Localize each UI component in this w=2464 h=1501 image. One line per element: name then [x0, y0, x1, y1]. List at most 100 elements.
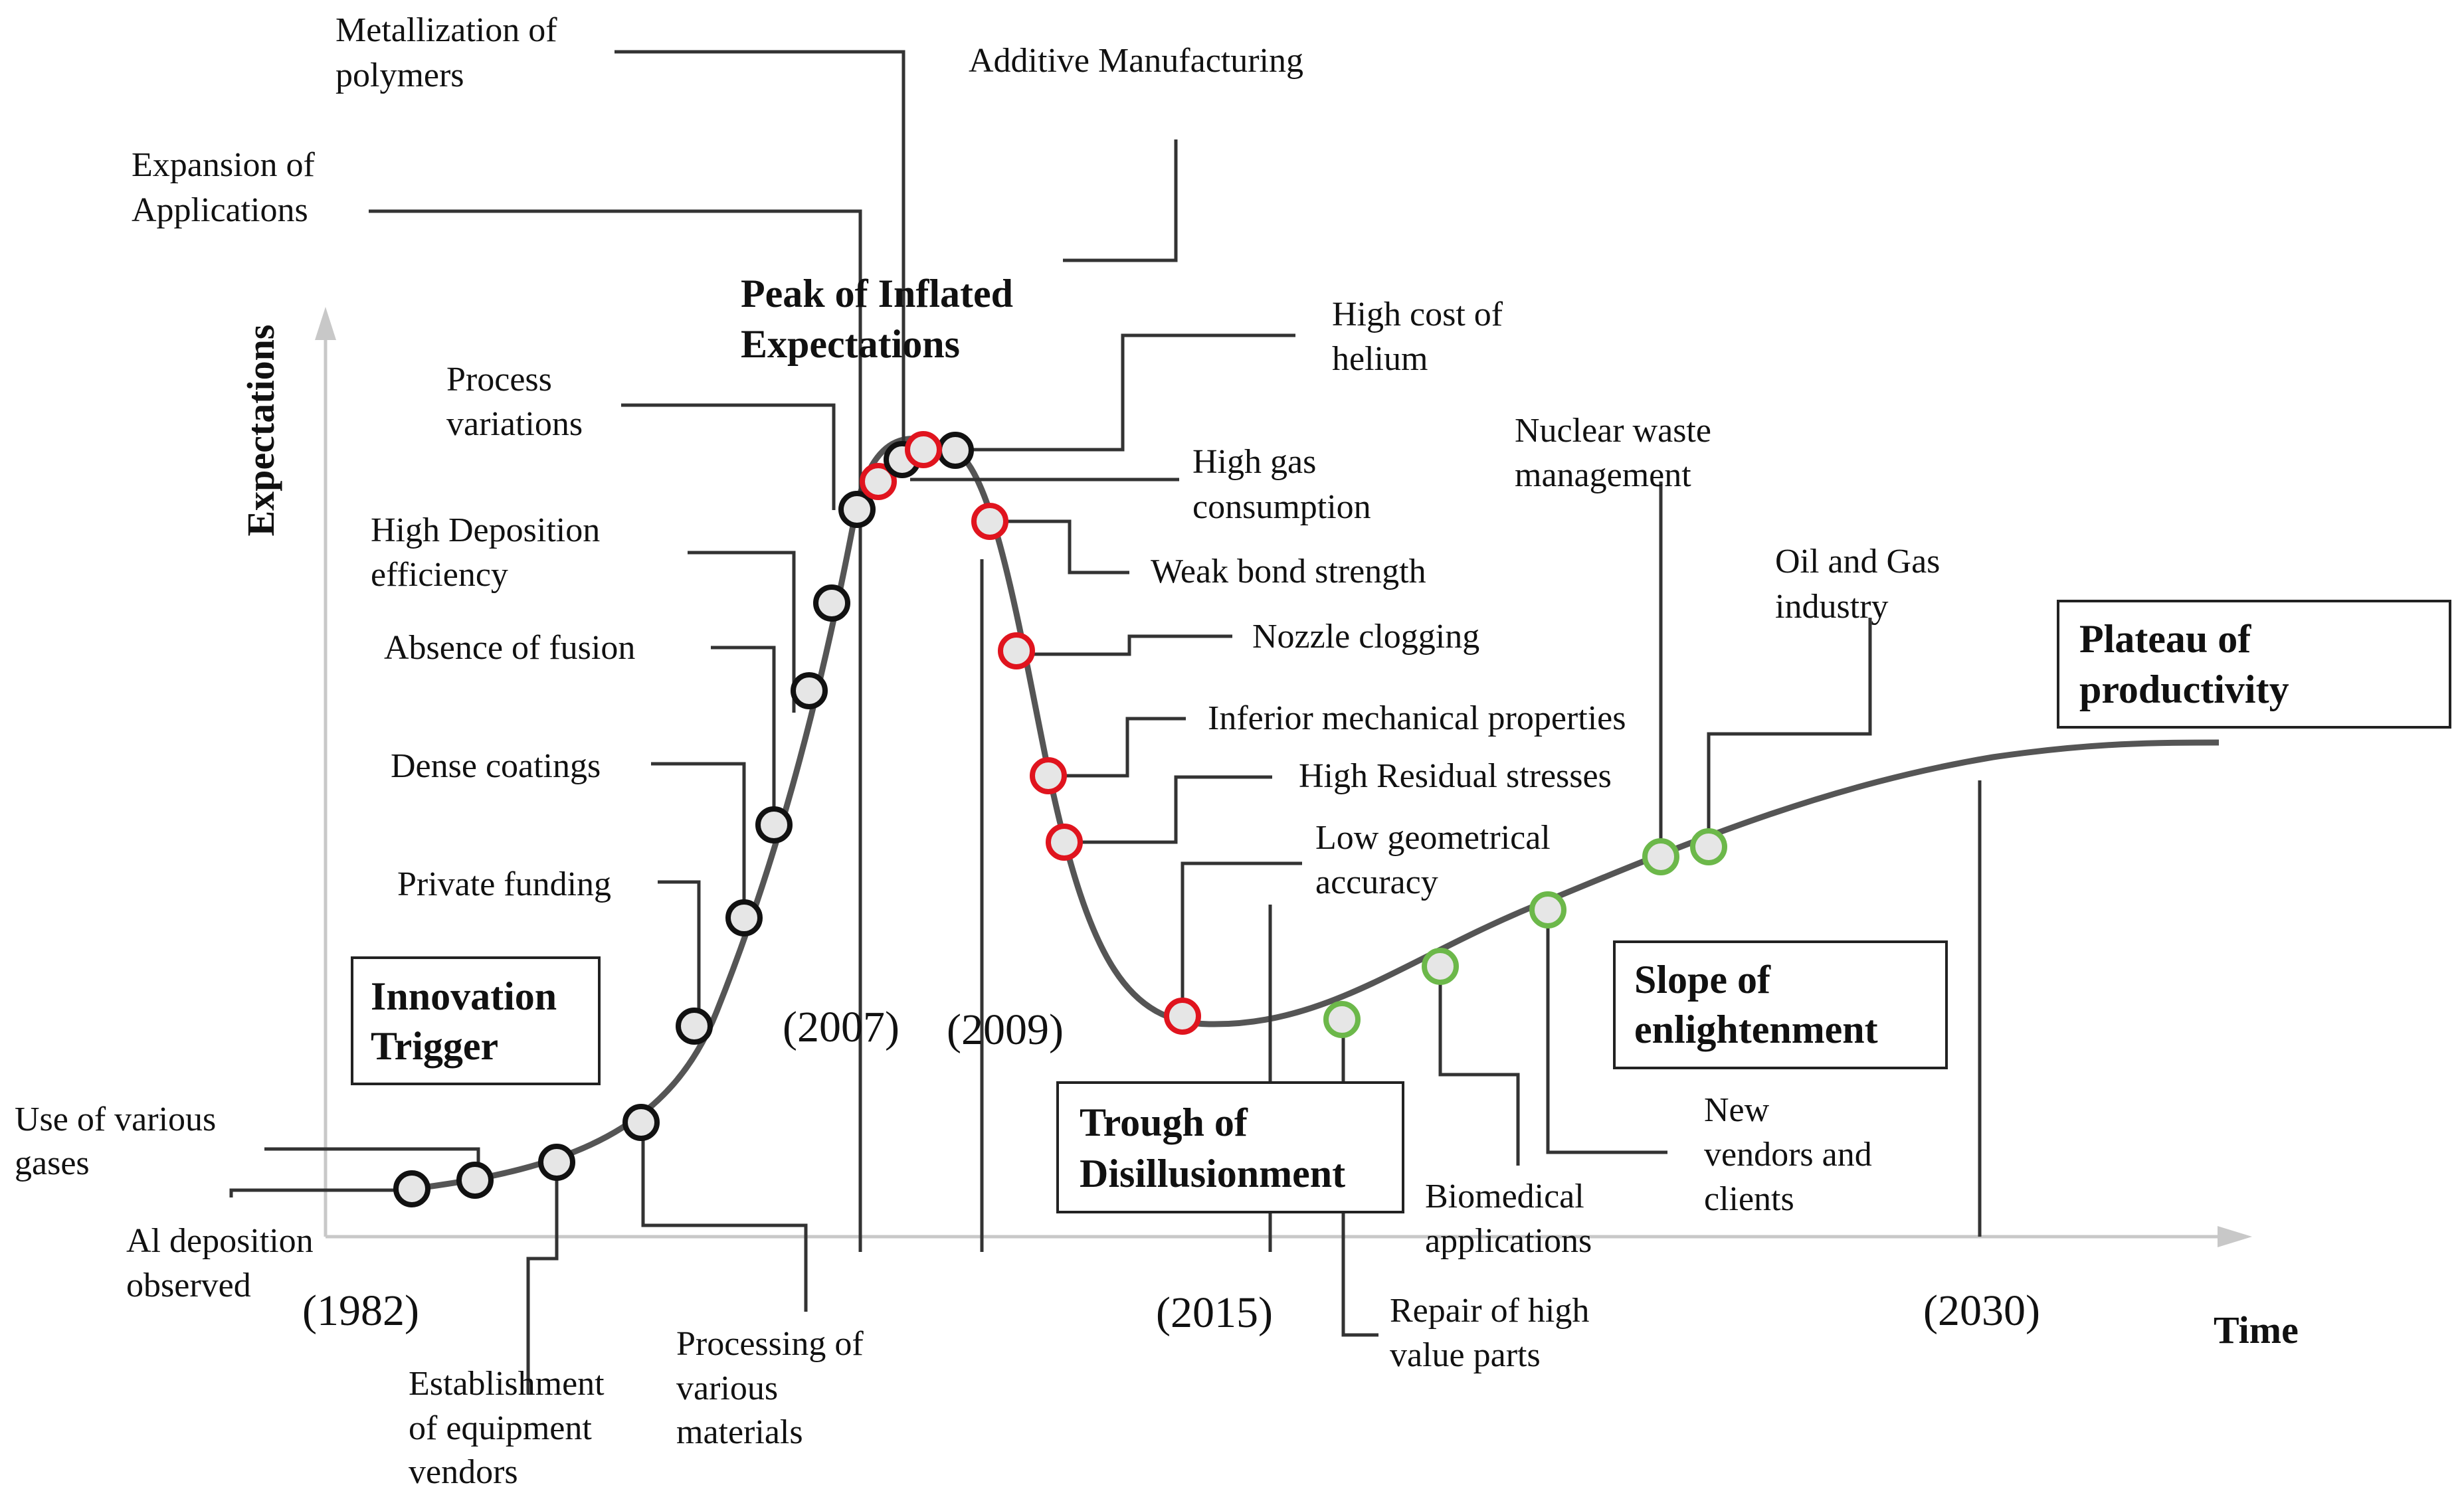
event-label-line: various [676, 1369, 778, 1407]
event-label-line: vendors and [1704, 1136, 1872, 1174]
phase-title-line2: Expectations [741, 322, 960, 366]
event-label-line: materials [676, 1413, 803, 1451]
x-axis-arrow [2218, 1226, 2252, 1247]
event-label-line: Private funding [397, 865, 611, 903]
label-residual-stresses: High Residual stresses [1299, 757, 1612, 795]
event-label-line: gases [15, 1144, 90, 1182]
event-label-line: applications [1425, 1222, 1592, 1260]
hype-curve [411, 435, 2220, 1192]
trough-box [1056, 1081, 1404, 1213]
label-weak-bond: Weak bond strength [1151, 553, 1426, 590]
marker-repair-parts [1323, 1001, 1361, 1038]
event-labels: Al deposition observed Use of various ga… [15, 11, 1940, 1491]
marker-deposition-efficiency [791, 672, 828, 709]
label-inferior-mechanical: Inferior mechanical properties [1208, 699, 1626, 737]
event-label-line: value parts [1390, 1336, 1541, 1374]
marker-absence-fusion [755, 806, 793, 843]
event-label-line: Biomedical [1425, 1178, 1584, 1215]
marker-gas-consumption [905, 431, 942, 468]
event-label-line: Additive Manufacturing [969, 42, 1303, 80]
label-absence-fusion: Absence of fusion [384, 629, 635, 667]
marker-processing-materials [622, 1104, 660, 1141]
marker-dense-coatings [725, 899, 763, 936]
marker-weak-bond [971, 503, 1008, 540]
event-label-line: Low geometrical [1315, 819, 1551, 857]
phase-title-line1: Slope of [1634, 958, 1771, 1002]
event-label-line: Weak bond strength [1151, 553, 1426, 590]
event-label-line: New [1704, 1091, 1770, 1129]
marker-inferior-mechanical [1030, 757, 1067, 794]
axes: Expectations Time [239, 307, 2299, 1352]
label-helium-cost: High cost of helium [1332, 296, 1503, 378]
marker-metallization-polymers [860, 463, 897, 500]
y-axis-arrow [315, 307, 336, 340]
label-additive-manufacturing: Additive Manufacturing [969, 42, 1303, 80]
label-process-variations: Process variations [446, 361, 583, 443]
label-al-deposition: Al deposition observed [126, 1222, 314, 1304]
event-label-line: Al deposition [126, 1222, 314, 1260]
event-label-line: High Deposition [371, 511, 600, 549]
leader-lines [229, 50, 1982, 1395]
phase-innovation: Innovation Trigger [351, 956, 601, 1085]
phase-trough: Trough of Disillusionment [1056, 1081, 1404, 1213]
phase-peak: Peak of Inflated Expectations [741, 272, 1013, 366]
event-label-line: Inferior mechanical properties [1208, 699, 1626, 737]
event-label-line: Metallization of [335, 11, 557, 49]
event-label-line: helium [1332, 340, 1428, 378]
event-label-line: management [1515, 456, 1691, 494]
phase-title-line1: Plateau of [2079, 617, 2251, 661]
marker-oil-gas [1690, 828, 1727, 865]
label-biomedical: Biomedical applications [1425, 1178, 1592, 1260]
phase-title-line2: Trigger [371, 1024, 498, 1068]
label-equipment-vendors: Establishment of equipment vendors [409, 1365, 605, 1491]
year-labels: (1982) (2007) (2009) (2015) (2030) [302, 1003, 2040, 1337]
event-label-line: Process [446, 361, 552, 398]
event-label-line: Repair of high [1390, 1292, 1589, 1330]
phase-title-line1: Trough of [1080, 1101, 1248, 1144]
year-label: (2015) [1156, 1288, 1273, 1337]
event-label-line: Establishment [409, 1365, 605, 1403]
marker-helium-cost [937, 432, 974, 469]
marker-nuclear-waste [1642, 838, 1679, 875]
event-label-line: accuracy [1315, 863, 1438, 901]
label-dense-coatings: Dense coatings [391, 747, 601, 785]
label-repair-parts: Repair of high value parts [1390, 1292, 1589, 1374]
marker-biomedical [1422, 948, 1459, 985]
label-private-funding: Private funding [397, 865, 611, 903]
phase-title-line2: productivity [2079, 667, 2289, 711]
phase-slope: Slope of enlightenment [1613, 940, 1948, 1069]
event-label-line: efficiency [371, 556, 508, 594]
event-label-line: Use of various [15, 1101, 216, 1138]
label-expansion-applications: Expansion of Applications [132, 146, 316, 229]
label-oil-gas: Oil and Gas industry [1775, 543, 1940, 626]
event-label-line: High gas [1192, 443, 1316, 481]
label-geometrical-accuracy: Low geometrical accuracy [1315, 819, 1551, 901]
marker-expansion-applications [838, 491, 876, 528]
event-label-line: Applications [132, 191, 308, 229]
label-processing-materials: Processing of various materials [676, 1325, 864, 1451]
label-nozzle-clogging: Nozzle clogging [1252, 618, 1479, 656]
marker-new-vendors [1529, 891, 1566, 928]
event-label-line: Nuclear waste [1515, 412, 1711, 450]
y-axis-label: Expectations [239, 325, 282, 537]
marker-nozzle-clogging [998, 632, 1035, 669]
phase-title-line2: enlightenment [1634, 1008, 1878, 1051]
year-label: (2009) [947, 1006, 1064, 1054]
event-label-line: Processing of [676, 1325, 864, 1363]
slope-box [1613, 940, 1948, 1069]
event-label-line: Nozzle clogging [1252, 618, 1479, 656]
label-metallization-polymers: Metallization of polymers [335, 11, 557, 94]
event-label-line: High cost of [1332, 296, 1503, 333]
year-label: (1982) [302, 1286, 419, 1335]
event-label-line: observed [126, 1267, 251, 1304]
phase-title-line1: Peak of Inflated [741, 272, 1013, 315]
event-markers [393, 431, 1727, 1207]
year-label: (2007) [783, 1003, 900, 1051]
phase-title-line1: Innovation [371, 974, 557, 1018]
event-label-line: clients [1704, 1180, 1794, 1218]
label-deposition-efficiency: High Deposition efficiency [371, 511, 600, 594]
label-various-gases: Use of various gases [15, 1101, 216, 1182]
marker-geometrical-accuracy [1164, 998, 1201, 1035]
event-label-line: industry [1775, 588, 1888, 626]
event-label-line: polymers [335, 56, 464, 94]
